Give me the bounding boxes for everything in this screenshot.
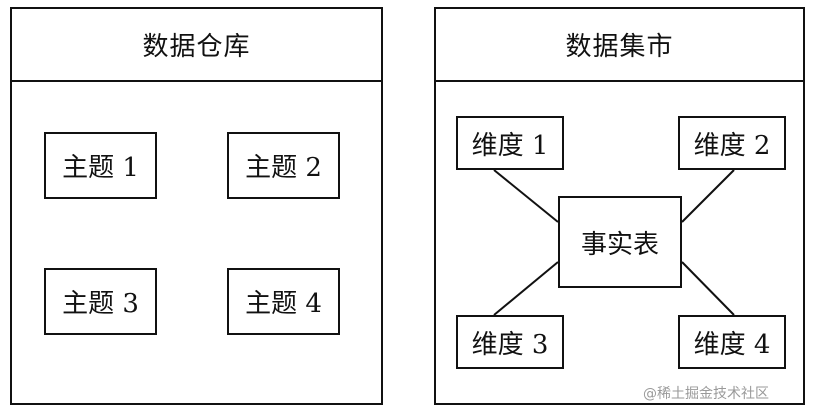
topic-1-box: 主题 1 <box>44 132 157 199</box>
data-warehouse-title: 数据仓库 <box>12 9 381 82</box>
connector-dim3-fact <box>493 261 559 316</box>
data-warehouse-panel: 数据仓库 <box>10 7 383 405</box>
connector-dim2-fact <box>681 169 735 223</box>
topic-4-box: 主题 4 <box>227 268 340 335</box>
topic-2-box: 主题 2 <box>227 132 340 199</box>
topic-3-box: 主题 3 <box>44 268 157 335</box>
dimension-2-box: 维度 2 <box>678 116 786 170</box>
watermark-text: @稀土掘金技术社区 <box>643 386 769 402</box>
connector-dim4-fact <box>681 261 735 316</box>
dimension-1-box: 维度 1 <box>456 116 564 170</box>
data-mart-title: 数据集市 <box>436 9 803 82</box>
fact-table-box: 事实表 <box>558 196 682 288</box>
dimension-4-box: 维度 4 <box>678 315 786 369</box>
connector-dim1-fact <box>493 169 559 223</box>
dimension-3-box: 维度 3 <box>456 315 564 369</box>
